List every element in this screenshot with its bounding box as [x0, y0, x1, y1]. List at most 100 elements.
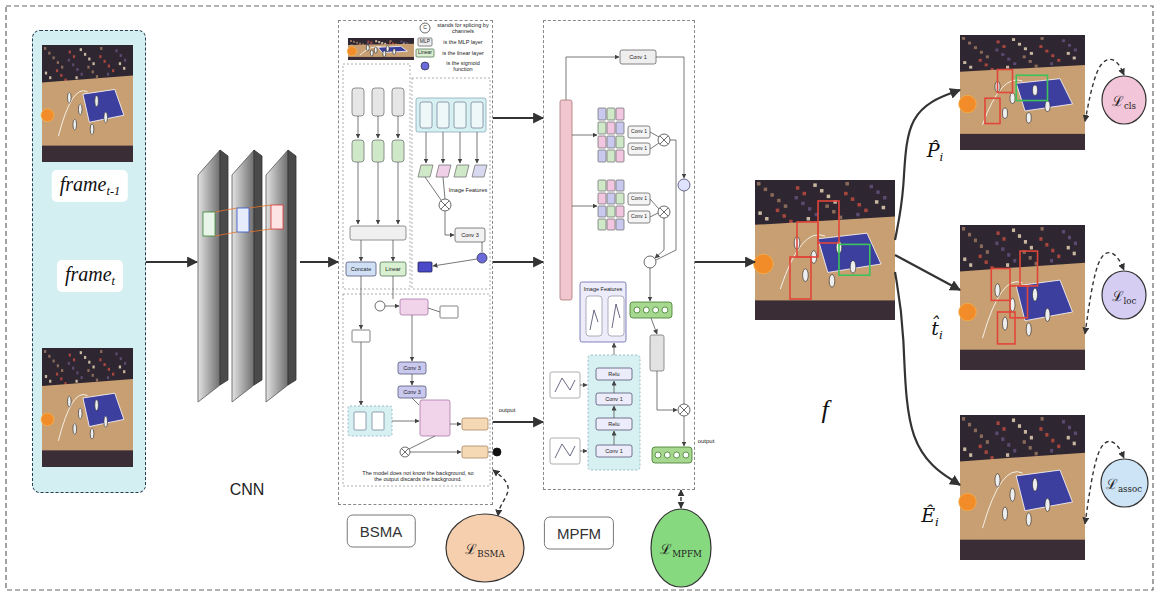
- module-block: [57, 61, 59, 64]
- player-figure: [386, 46, 389, 52]
- module-block: [44, 350, 46, 353]
- court-photo: [754, 180, 895, 320]
- module-block: [60, 74, 62, 77]
- wire-line: [443, 132, 444, 163]
- module-block: [858, 203, 862, 207]
- module-block: [870, 185, 874, 189]
- module-block: [986, 440, 989, 444]
- module-block: [440, 306, 458, 318]
- annotation-label: is the MLP layer: [443, 39, 482, 45]
- operator-circle: [959, 303, 977, 321]
- module-block: [76, 68, 78, 71]
- detection-box: [839, 244, 870, 275]
- operator-circle: [439, 199, 451, 211]
- module-block: [882, 206, 886, 210]
- module-block: [1035, 452, 1038, 456]
- module-block: [49, 76, 51, 79]
- subscript-text: MPFM: [672, 549, 702, 559]
- module-block: [1041, 37, 1044, 40]
- wire-line: [249, 229, 271, 232]
- module-block: [607, 108, 615, 120]
- module-block: [968, 42, 971, 45]
- annotation-label: The model does not know the background, …: [358, 470, 478, 482]
- module-block: [1068, 236, 1071, 240]
- module-block: [462, 418, 488, 430]
- wire-line: [656, 57, 684, 178]
- annotation-label: Conv 1: [631, 146, 647, 152]
- operator-circle: [375, 301, 385, 311]
- flow-arrow: [493, 421, 543, 423]
- court-floor: [42, 75, 133, 162]
- subscript-text: i: [935, 515, 939, 529]
- module-block: [80, 48, 82, 51]
- player-figure: [829, 274, 835, 287]
- module-block: [969, 66, 972, 69]
- module-block: [598, 180, 606, 191]
- module-block: [112, 373, 114, 376]
- module-block: [100, 47, 102, 50]
- module-block: [979, 445, 982, 449]
- module-block: [107, 73, 109, 76]
- player-figure: [370, 50, 373, 56]
- module-block: [53, 56, 55, 59]
- module-block: [616, 122, 624, 134]
- module-block: [372, 88, 384, 116]
- module-block: [80, 351, 82, 354]
- player-figure: [995, 284, 1000, 297]
- wire-line: [428, 308, 440, 312]
- wire-line: [590, 310, 598, 330]
- figure-frame: [6, 6, 1153, 590]
- loss-link: [493, 470, 508, 516]
- annotation-label: Concate: [351, 266, 372, 272]
- module-block: [1012, 38, 1015, 41]
- text-label: ℒBSMA: [465, 539, 504, 558]
- module-block: [367, 41, 369, 43]
- wire-line: [443, 177, 445, 199]
- module-block: [99, 55, 101, 58]
- operator-circle: [634, 307, 640, 313]
- module-block: [60, 377, 62, 380]
- module-block: [352, 140, 364, 162]
- module-block: [45, 72, 47, 75]
- module-block: [1050, 449, 1053, 453]
- wire-line: [412, 315, 413, 361]
- module-block: [400, 40, 402, 42]
- module-block: [88, 361, 90, 364]
- court-photo: [41, 45, 133, 162]
- wire-line: [684, 191, 685, 404]
- player-figure: [1010, 488, 1015, 501]
- detection-box: [998, 70, 1013, 93]
- module-block: [104, 60, 106, 63]
- court-photo: [347, 38, 414, 60]
- symbol-text: MPFM: [557, 525, 601, 542]
- module-block: [115, 352, 117, 355]
- class-output-image: P̂i: [960, 35, 1085, 150]
- module-block: [69, 51, 71, 54]
- detection-box: [1016, 75, 1047, 100]
- module-block: [616, 108, 624, 120]
- subscript-text: t-1: [106, 184, 120, 198]
- operator-circle: [959, 493, 977, 511]
- wire-line: [566, 57, 619, 100]
- module-block: [92, 62, 94, 65]
- module-block: [380, 262, 406, 276]
- annotation-label: Conv 1: [605, 396, 622, 402]
- player-figure: [383, 51, 386, 57]
- wire-line: [409, 436, 435, 449]
- module-block: [352, 88, 364, 116]
- module-block: [115, 49, 117, 52]
- detection-box: [1020, 251, 1038, 286]
- module-block: [73, 55, 75, 58]
- court-line: [983, 282, 1023, 338]
- annotation-label: Image Features: [584, 286, 623, 292]
- annotation-label: Conv 3: [461, 232, 478, 238]
- module-block: [416, 49, 434, 57]
- module-block: [997, 40, 1000, 43]
- module-block: [1029, 256, 1032, 260]
- player-figure: [1003, 317, 1008, 330]
- wire-line: [612, 304, 620, 328]
- module-block: [1001, 53, 1004, 56]
- module-block: [1024, 430, 1027, 434]
- detection-box: [818, 201, 839, 243]
- module-block: [607, 180, 615, 191]
